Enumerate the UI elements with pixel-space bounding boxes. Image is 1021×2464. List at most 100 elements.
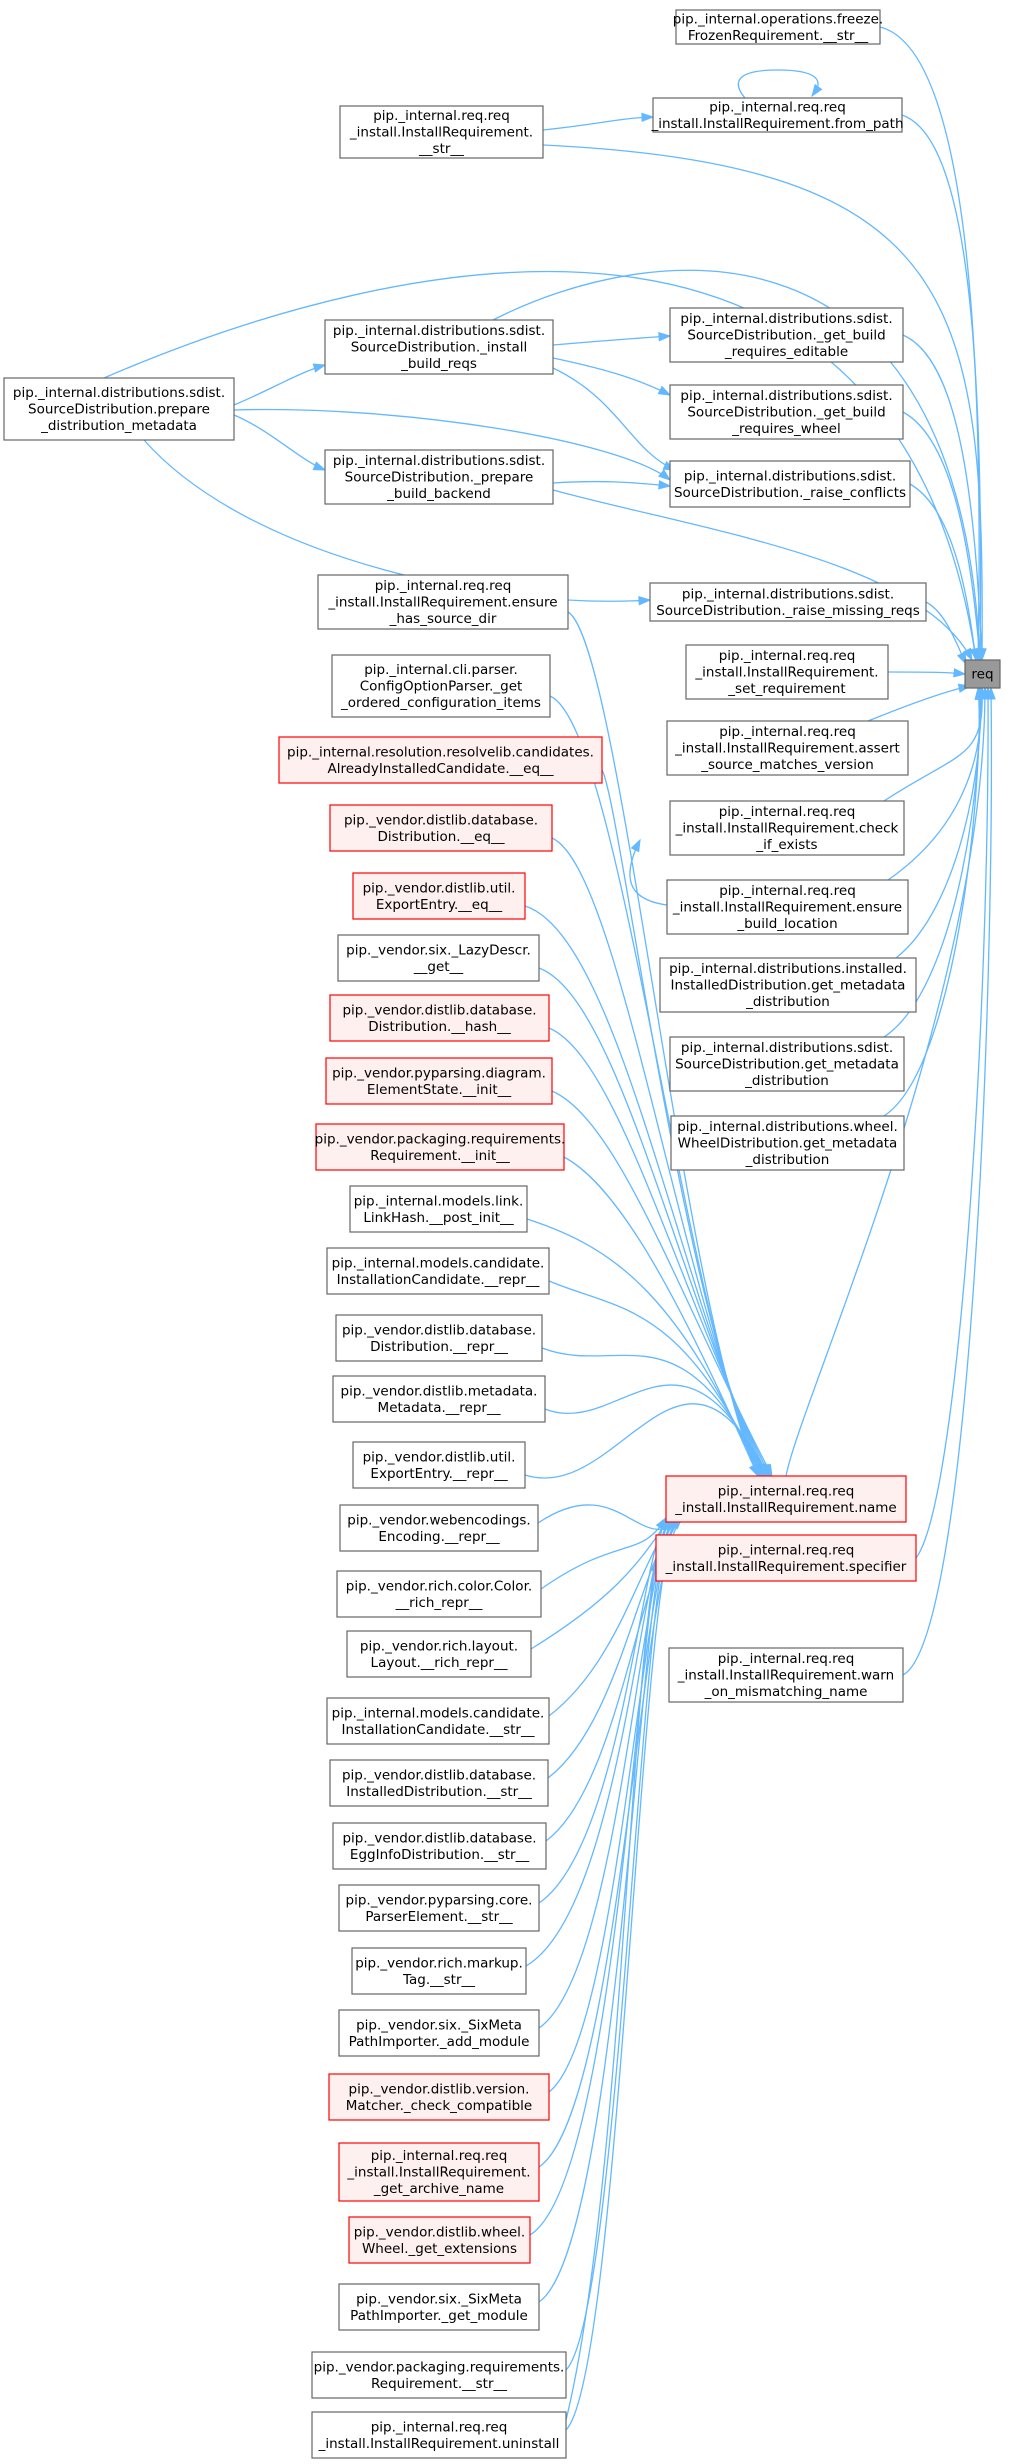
node-label: _get_archive_name [373,2181,504,2197]
node-uninstall[interactable]: pip._internal.req.req_install.InstallReq… [311,2411,567,2459]
edge-from_path-to-req [901,114,982,661]
edge-install_build_reqs-to-get_build_editable-arrowhead [658,332,672,342]
node-box [659,957,917,1013]
node-req-str[interactable]: pip._vendor.packaging.requirements.Requi… [311,2351,567,2399]
node-box [685,644,889,700]
node-label: _set_requirement [727,681,845,697]
node-installed-meta[interactable]: pip._internal.distributions.installed.In… [659,957,917,1013]
node-label: _install.InstallRequirement.from_path [650,116,903,132]
node-label: _distribution_metadata [40,418,197,434]
node-req[interactable]: req [964,659,1001,689]
node-enc-repr[interactable]: pip._vendor.webencodings.Encoding.__repr… [339,1504,539,1552]
node-ensure-src[interactable]: pip._internal.req.req_install.InstallReq… [317,574,569,630]
node-box [315,1123,565,1171]
node-get-module[interactable]: pip._vendor.six._SixMetaPathImporter._ge… [338,2283,540,2331]
node-dist-eq[interactable]: pip._vendor.distlib.database.Distributio… [329,804,553,852]
node-color-repr[interactable]: pip._vendor.rich.color.Color.__rich_repr… [336,1570,542,1618]
node-label: ParserElement.__str__ [365,1909,513,1925]
node-label: pip._internal.distributions.installed. [669,961,907,977]
node-label: pip._vendor.six._SixMeta [356,2017,522,2033]
node-ir-str[interactable]: pip._internal.req.req_install.InstallReq… [339,105,544,159]
node-set-req[interactable]: pip._internal.req.req_install.InstallReq… [685,644,889,700]
edge-raise_conflicts-to-req-arrowhead [969,648,980,662]
node-label: SourceDistribution.prepare [28,402,210,418]
node-box [339,1504,539,1552]
edge-freeze_str-to-req [879,26,980,661]
node-ensure-build[interactable]: pip._internal.req.req_install.InstallReq… [666,879,909,935]
node-label: pip._vendor.packaging.requirements. [314,2359,565,2375]
node-export-repr[interactable]: pip._vendor.distlib.util.ExportEntry.__r… [352,1441,526,1489]
node-box [317,574,569,630]
node-req-init[interactable]: pip._vendor.packaging.requirements.Requi… [315,1123,566,1171]
node-box [324,449,554,505]
node-label: pip._internal.req.req [719,724,856,740]
node-warn-mismatch[interactable]: pip._internal.req.req_install.InstallReq… [668,1647,904,1703]
edge-meta_repr-to-name [544,1384,767,1477]
node-label: _if_exists [755,837,817,853]
node-archive-name[interactable]: pip._internal.req.req_install.InstallReq… [338,2142,540,2202]
node-from-path[interactable]: pip._internal.req.req_install.InstallReq… [650,97,904,133]
node-specifier[interactable]: pip._internal.req.req_install.InstallReq… [655,1534,917,1582]
node-label: pip._internal.req.req [375,578,512,594]
node-linkhash[interactable]: pip._internal.models.link.LinkHash.__pos… [349,1185,528,1233]
node-raise-conflicts[interactable]: pip._internal.distributions.sdist.Source… [669,460,911,508]
node-add-module[interactable]: pip._vendor.six._SixMetaPathImporter._ad… [338,2009,540,2057]
node-cand-repr[interactable]: pip._internal.models.candidate.Installat… [326,1247,550,1295]
node-label: Distribution.__hash__ [368,1019,511,1035]
node-freeze-str[interactable]: pip._internal.operations.freeze.FrozenRe… [673,9,883,45]
node-label: SourceDistribution.get_metadata [675,1057,899,1073]
edge-from_path-self [737,69,819,99]
node-elem-init[interactable]: pip._vendor.pyparsing.diagram.ElementSta… [325,1057,553,1105]
node-label: _install.InstallRequirement.warn [677,1668,894,1684]
node-layout-repr[interactable]: pip._vendor.rich.layout.Layout.__rich_re… [346,1630,532,1678]
node-box [338,2009,540,2057]
edge-raise_missing-to-req-arrowhead [956,651,967,666]
node-dist-repr[interactable]: pip._vendor.distlib.database.Distributio… [335,1314,543,1362]
node-wheel-ext[interactable]: pip._vendor.distlib.wheel.Wheel._get_ext… [348,2216,531,2264]
node-cfg-items[interactable]: pip._internal.cli.parser.ConfigOptionPar… [331,654,551,718]
edge-ir_str-to-from_path-arrowhead [641,112,655,123]
node-dist-hash[interactable]: pip._vendor.distlib.database.Distributio… [329,994,550,1042]
node-tag-str[interactable]: pip._vendor.rich.markup.Tag.__str__ [351,1947,527,1995]
edge-prepare_meta-to-raise_conflicts [233,408,671,481]
node-prepare-meta[interactable]: pip._internal.distributions.sdist.Source… [3,377,235,441]
node-check-exists[interactable]: pip._internal.req.req_install.InstallReq… [669,800,905,856]
node-label: pip._vendor.webencodings. [347,1512,530,1528]
node-parser-str[interactable]: pip._vendor.pyparsing.core.ParserElement… [338,1884,540,1932]
node-assert-src[interactable]: pip._internal.req.req_install.InstallReq… [666,720,909,776]
node-label: pip._internal.distributions.sdist. [681,1040,893,1056]
node-label: pip._internal.req.req [719,648,856,664]
node-box [325,1057,553,1105]
node-export-eq[interactable]: pip._vendor.distlib.util.ExportEntry.__e… [352,872,526,920]
node-label: pip._vendor.pyparsing.diagram. [332,1065,546,1081]
node-get-build-editable[interactable]: pip._internal.distributions.sdist.Source… [669,307,904,363]
node-lazy-get[interactable]: pip._vendor.six._LazyDescr.__get__ [337,934,540,982]
node-box [336,1570,542,1618]
node-label: _install.InstallRequirement.uninstall [318,2436,560,2452]
node-box [668,1647,904,1703]
node-already-eq[interactable]: pip._internal.resolution.resolvelib.cand… [278,736,603,784]
node-get-build-wheel[interactable]: pip._internal.distributions.sdist.Source… [669,384,904,440]
edge-export_repr-to-name-arrowhead [758,1463,769,1478]
node-meta-repr[interactable]: pip._vendor.distlib.metadata.Metadata.__… [332,1375,546,1423]
node-box [669,460,911,508]
node-inst-dist-str[interactable]: pip._vendor.distlib.database.InstalledDi… [329,1759,549,1807]
node-wheel-meta[interactable]: pip._internal.distributions.wheel.WheelD… [670,1115,905,1171]
node-raise-missing[interactable]: pip._internal.distributions.sdist.Source… [649,582,927,622]
node-box [311,2351,567,2399]
edge-ensure_build-into-left [629,839,668,906]
edge-ensure_build-into-left-arrowhead [630,838,641,853]
edge-prepare_backend-to-req-arrowhead [962,647,973,662]
edge-installed_meta-to-req [895,687,982,959]
node-sdist-meta[interactable]: pip._internal.distributions.sdist.Source… [669,1036,905,1092]
node-install-build-reqs[interactable]: pip._internal.distributions.sdist.Source… [324,319,554,375]
node-prepare-backend[interactable]: pip._internal.distributions.sdist.Source… [324,449,554,505]
node-label: _install.InstallRequirement.name [674,1500,896,1516]
node-label: Tag.__str__ [402,1972,475,1988]
node-matcher-check[interactable]: pip._vendor.distlib.version.Matcher._che… [328,2073,550,2121]
node-cand-str[interactable]: pip._internal.models.candidate.Installat… [326,1697,550,1745]
node-label: _source_matches_version [700,757,874,773]
node-egg-str[interactable]: pip._vendor.distlib.database.EggInfoDist… [332,1822,547,1870]
node-name[interactable]: pip._internal.req.req_install.InstallReq… [665,1475,907,1523]
node-label: ElementState.__init__ [367,1082,512,1098]
